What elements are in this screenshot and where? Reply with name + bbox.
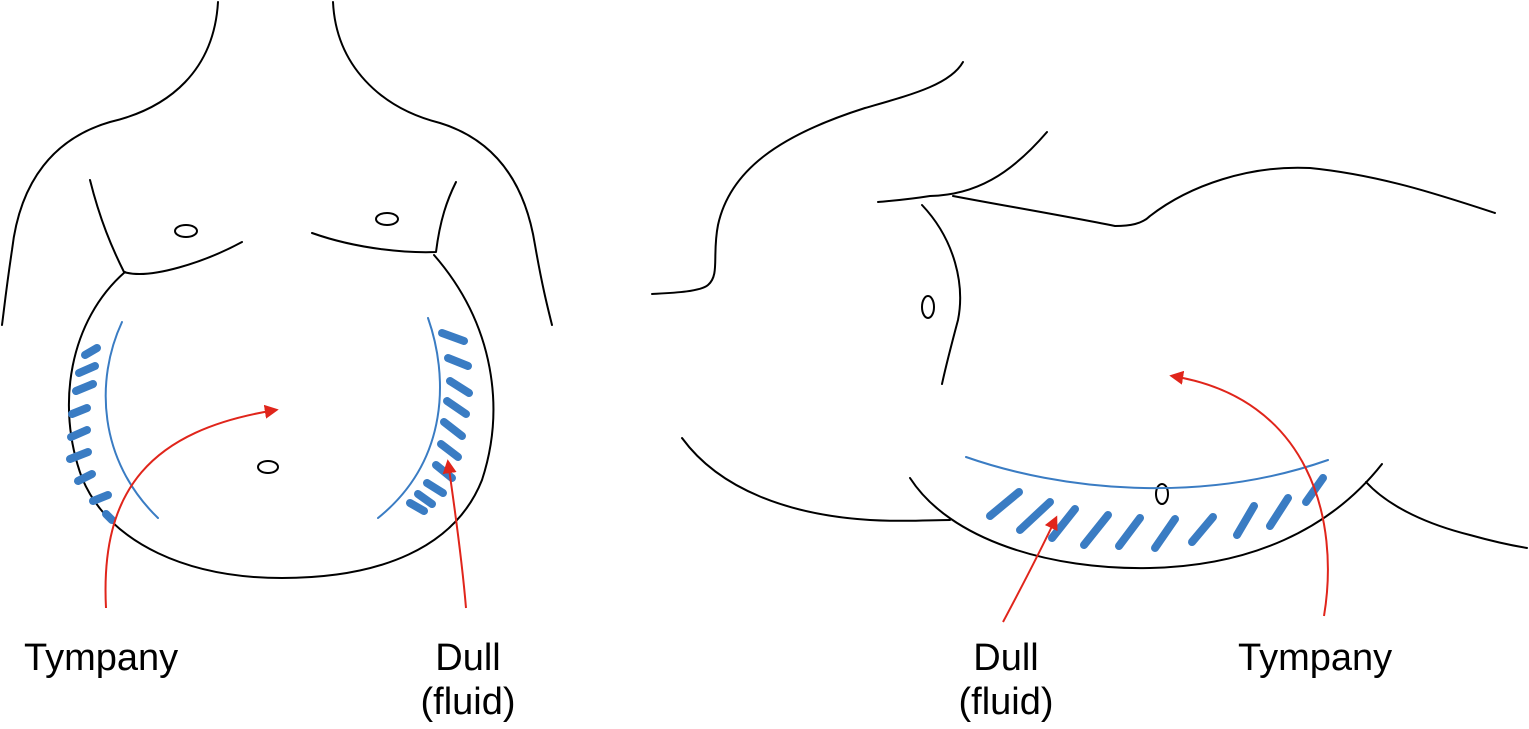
lateral-dull-arrow (1002, 515, 1058, 623)
left-dull-arrow (442, 459, 467, 609)
left-nipple (174, 224, 198, 238)
abdomen-outline (67, 254, 495, 579)
lower-arm-outline (681, 437, 951, 522)
right-dull-label-line2: (fluid) (958, 681, 1054, 723)
right-dull-label: Dull (fluid) (946, 636, 1066, 724)
supine-figure (1, 1, 553, 609)
left-flank-fluid-line (104, 321, 159, 519)
left-chest-line (89, 179, 243, 275)
right-nipple (375, 212, 399, 226)
right-flank-fluid-line (377, 317, 441, 519)
lateral-abdomen-outline (909, 463, 1383, 570)
left-dull-label-line1: Dull (435, 637, 501, 679)
lateral-tympany-arrow (1169, 370, 1329, 617)
left-tympany-arrow (104, 404, 279, 609)
shoulder-line (877, 131, 1048, 203)
hip-leg-outline (1365, 481, 1528, 549)
lateral-fluid-line (965, 456, 1329, 490)
head-arm-outline (651, 61, 964, 295)
right-dull-label-line1: Dull (973, 637, 1039, 679)
lateral-umbilicus (1155, 483, 1169, 505)
left-flank-dullness-marks (66, 344, 116, 524)
back-line (952, 166, 1496, 227)
left-tympany-label: Tympany (24, 637, 179, 679)
right-chest-line (311, 181, 457, 254)
left-neck-shoulder-outline (1, 1, 219, 326)
right-flank-dullness-marks (406, 329, 473, 515)
chest-front-line (921, 204, 962, 385)
lateral-nipple (921, 295, 935, 319)
left-dull-label-line2: (fluid) (420, 681, 516, 723)
lateral-figure (651, 61, 1528, 623)
lateral-dullness-marks (986, 474, 1327, 552)
right-tympany-label: Tympany (1238, 637, 1393, 679)
right-neck-shoulder-outline (332, 1, 553, 326)
umbilicus (257, 460, 279, 474)
left-dull-label: Dull (fluid) (408, 636, 528, 724)
